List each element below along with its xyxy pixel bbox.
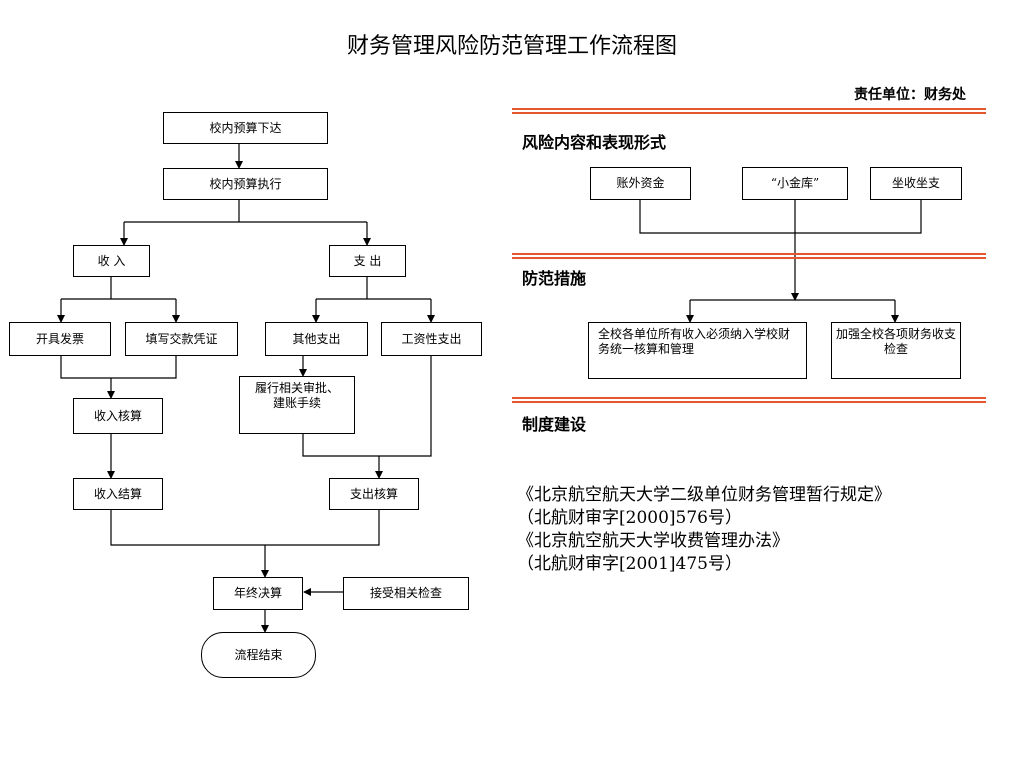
regulation-line: （北航财审字[2000]576号） — [517, 508, 742, 528]
other-expense-box: 其他支出 — [265, 322, 368, 356]
expense-account-box: 支出核算 — [329, 478, 419, 510]
salary-expense-label: 工资性支出 — [401, 331, 462, 346]
expense-box: 支 出 — [329, 245, 406, 277]
year-end-box: 年终决算 — [213, 577, 303, 610]
voucher-box: 填写交款凭证 — [125, 322, 238, 356]
income-settle-label: 收入结算 — [93, 486, 142, 501]
approval-label: 履行相关审批、建账手续 — [255, 381, 340, 410]
prevention-item-unified: 全校各单位所有收入必须纳入学校财务统一核算和管理 — [588, 322, 807, 379]
prevention-item-label: 全校各单位所有收入必须纳入学校财务统一核算和管理 — [598, 327, 791, 356]
regulation-line: 《北京航空航天大学二级单位财务管理暂行规定》 — [517, 485, 891, 505]
risk-item-label: “小金库” — [770, 176, 820, 190]
regulation-line: 《北京航空航天大学收费管理办法》 — [517, 531, 789, 551]
expense-account-label: 支出核算 — [349, 486, 398, 501]
system-divider — [512, 397, 986, 403]
risk-item-slush-fund: “小金库” — [742, 167, 848, 200]
other-expense-label: 其他支出 — [292, 331, 341, 346]
invoice-box: 开具发票 — [9, 322, 111, 356]
system-heading: 制度建设 — [522, 415, 587, 434]
responsible-unit: 责任单位：财务处 — [854, 87, 966, 103]
regulation-line: （北航财审字[2001]475号） — [517, 554, 742, 574]
prevention-item-label: 加强全校各项财务收支检查 — [836, 327, 957, 356]
year-end-label: 年终决算 — [233, 586, 282, 600]
income-label: 收 入 — [97, 253, 126, 268]
income-box: 收 入 — [73, 245, 150, 277]
risk-item-off-book: 账外资金 — [590, 167, 691, 200]
page-title: 财务管理风险防范管理工作流程图 — [346, 34, 677, 59]
risk-item-label: 账外资金 — [616, 176, 665, 190]
budget-issue-box: 校内预算下达 — [163, 112, 328, 144]
end-terminal: 流程结束 — [201, 632, 316, 678]
salary-expense-box: 工资性支出 — [381, 322, 482, 356]
inspection-label: 接受相关检查 — [369, 586, 442, 600]
prevention-item-inspection: 加强全校各项财务收支检查 — [831, 322, 961, 379]
budget-issue-label: 校内预算下达 — [209, 120, 282, 135]
budget-exec-box: 校内预算执行 — [163, 168, 328, 200]
income-account-label: 收入核算 — [93, 408, 142, 423]
risk-heading: 风险内容和表现形式 — [522, 133, 667, 152]
budget-exec-label: 校内预算执行 — [209, 176, 282, 191]
voucher-label: 填写交款凭证 — [145, 331, 218, 346]
end-label: 流程结束 — [234, 647, 283, 662]
income-settle-box: 收入结算 — [73, 478, 163, 510]
inspection-box: 接受相关检查 — [343, 577, 469, 610]
invoice-label: 开具发票 — [35, 331, 84, 346]
regulations-list: 《北京航空航天大学二级单位财务管理暂行规定》 （北航财审字[2000]576号）… — [517, 484, 891, 576]
income-account-box: 收入核算 — [73, 398, 163, 434]
prevention-heading: 防范措施 — [522, 269, 587, 288]
approval-box: 履行相关审批、建账手续 — [239, 376, 355, 434]
risk-divider — [512, 108, 986, 114]
risk-item-label: 坐收坐支 — [891, 176, 940, 190]
risk-item-collect-spend: 坐收坐支 — [870, 167, 962, 200]
prevention-divider — [512, 253, 986, 259]
expense-label: 支 出 — [353, 253, 382, 268]
